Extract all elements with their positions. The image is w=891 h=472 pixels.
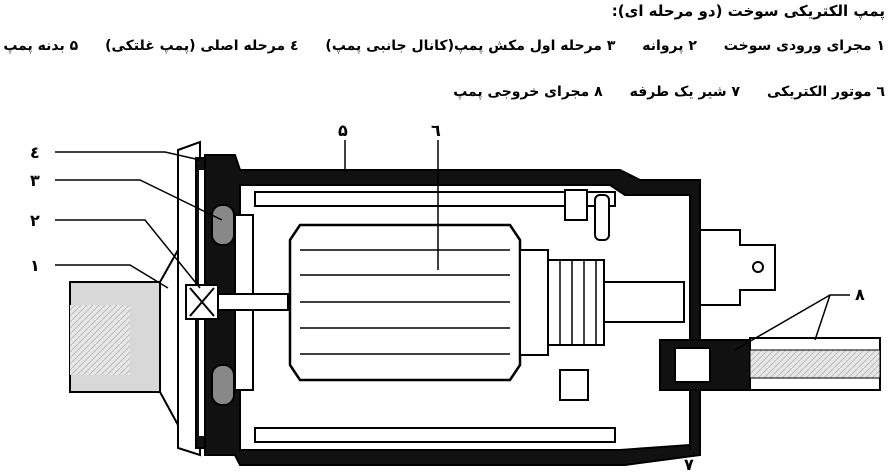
electric-motor	[288, 223, 685, 382]
diagram-title: پمپ الکتریکی سوخت (دو مرحله ای):	[611, 2, 885, 20]
roller-cell-pump	[211, 204, 254, 406]
legend-item-6: ٦ موتور الکتریکی	[766, 84, 885, 100]
legend-row-1: ۱ مجرای ورودی سوخت ۲ پروانه ۳ مرحله اول …	[0, 38, 885, 54]
callout-5: ۵	[338, 121, 348, 140]
leader-lines	[55, 140, 850, 450]
callout-3: ۳	[30, 171, 40, 190]
callout-6: ٦	[431, 121, 441, 140]
electrical-connector	[699, 229, 776, 306]
legend-item-3: ۳ مرحله اول مکش پمپ(کانال جانبی پمپ)	[325, 38, 616, 54]
legend-item-4: ٤ مرحله اصلی (پمپ غلتکی)	[105, 38, 299, 54]
legend-item-8: ۸ مجرای خروجی پمپ	[453, 84, 603, 100]
legend-item-7: ۷ شیر یک طرفه	[629, 84, 741, 100]
fuel-pump-cross-section: ٤ ۳ ۲ ۱ ۵ ٦ ۷ ۸	[30, 121, 881, 472]
brush-holder	[559, 189, 610, 401]
callout-7: ۷	[684, 455, 694, 472]
callout-8: ۸	[855, 285, 865, 304]
impeller	[185, 284, 289, 320]
legend-item-2: ۲ پروانه	[642, 38, 697, 54]
callout-4: ٤	[30, 143, 40, 162]
fuel-inlet	[69, 246, 179, 426]
legend-row-2: ٦ موتور الکتریکی ۷ شیر یک طرفه ۸ مجرای خ…	[431, 84, 885, 100]
callout-2: ۲	[30, 211, 40, 230]
fuel-outlet	[749, 337, 881, 391]
callout-1: ۱	[30, 256, 40, 275]
check-valve	[659, 339, 751, 391]
legend-item-1: ۱ مجرای ورودی سوخت	[723, 38, 885, 54]
legend-item-5: ۵ بدنه پمپ	[3, 38, 79, 54]
